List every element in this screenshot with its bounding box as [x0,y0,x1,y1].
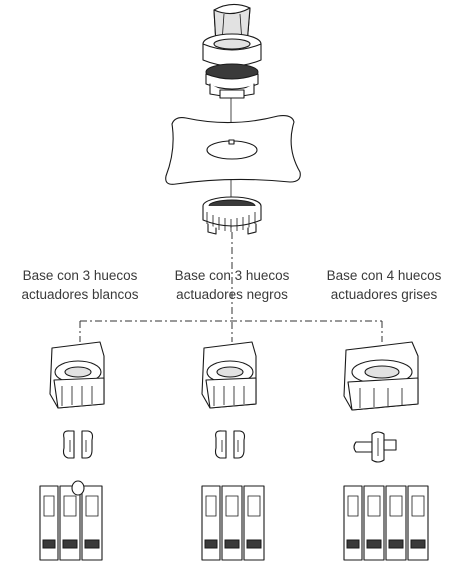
label-center-line1: Base con 3 huecos [174,268,290,283]
contact-blocks-center [201,485,265,561]
lock-nut [202,196,262,235]
label-right-line1: Base con 4 huecos [326,268,442,283]
contact-blocks-left [39,480,103,561]
base-left [49,341,105,409]
connector-lines [79,232,383,342]
label-right-line2: actuadores grises [330,287,438,302]
base-right [343,341,419,411]
bezel-collar [202,33,262,67]
mounting-ring-upper [205,63,259,99]
contact-blocks-right [343,485,429,561]
mounting-panel [165,115,301,185]
label-left-line2: actuadores blancos [21,287,139,302]
label-left-line1: Base con 3 huecos [22,268,138,283]
actuator-right [353,431,397,463]
actuator-left [62,430,94,459]
label-base-white-actuators: Base con 3 huecos actuadores blancos [0,266,160,304]
label-center-line2: actuadores negros [176,287,288,302]
label-base-grey-actuators: Base con 4 huecos actuadores grises [304,266,460,304]
label-base-black-actuators: Base con 3 huecos actuadores negros [152,266,312,304]
actuator-center [214,430,246,459]
base-center [201,341,257,409]
